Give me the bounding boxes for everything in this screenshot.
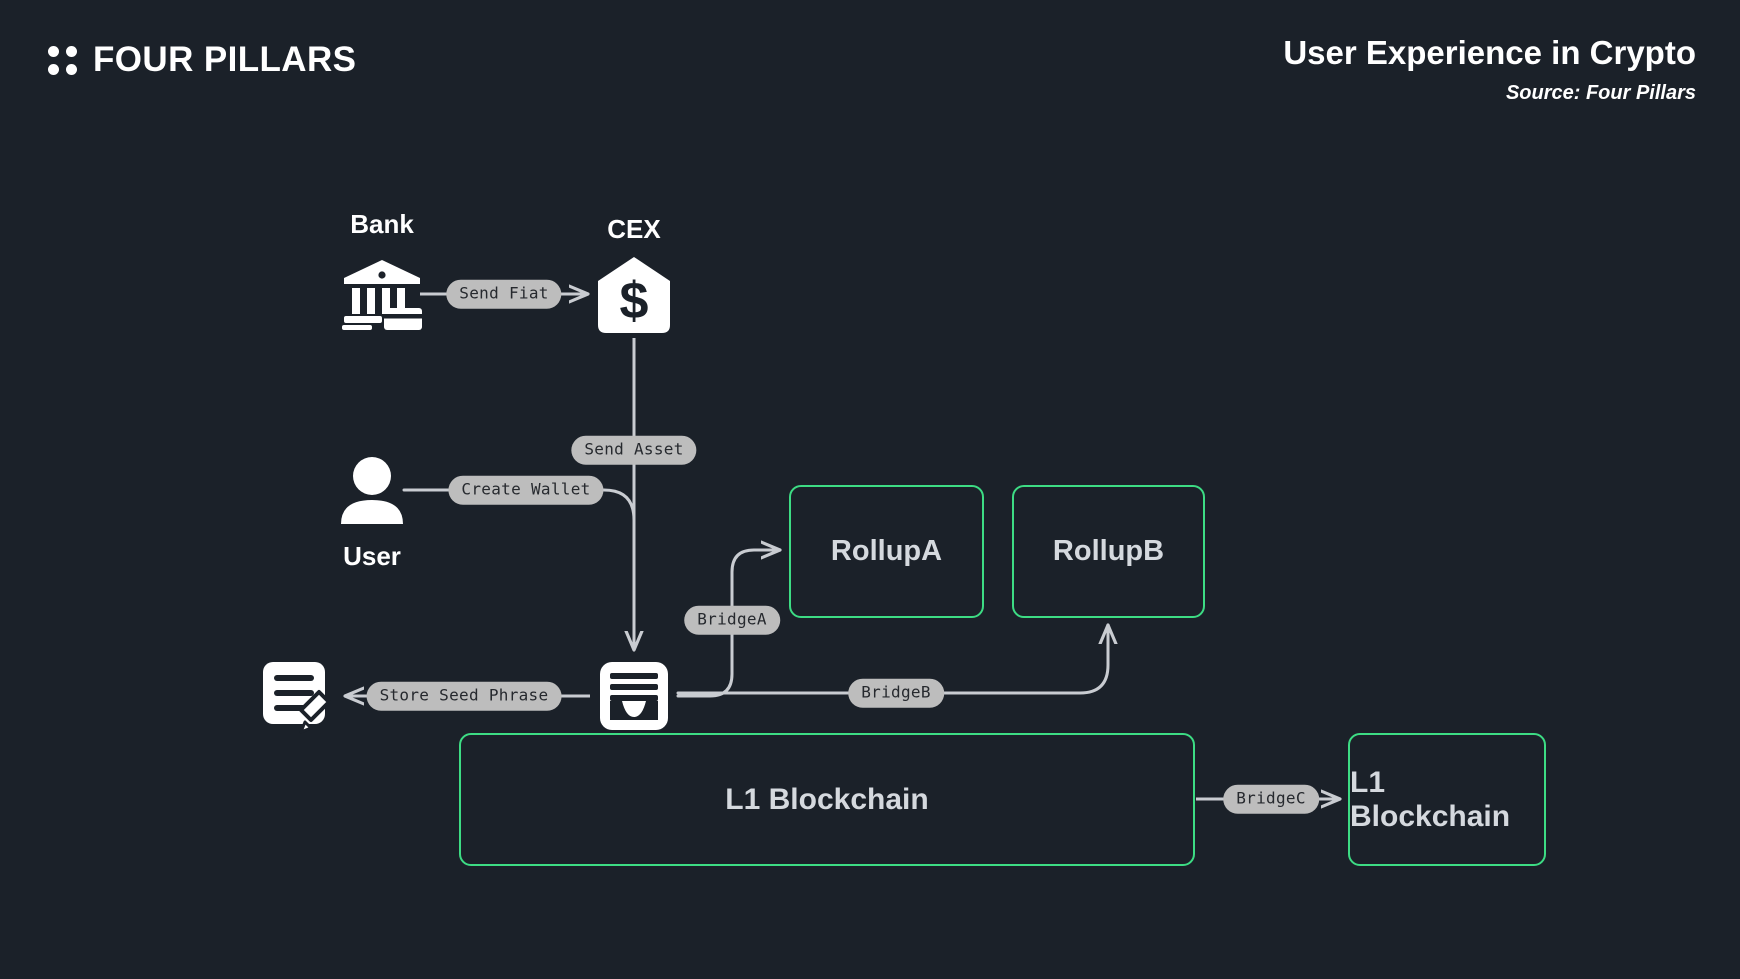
node-l1-blockchain-left-label: L1 Blockchain — [725, 782, 929, 816]
edge-label-send-asset: Send Asset — [571, 435, 697, 465]
user-avatar-icon — [341, 457, 403, 524]
node-l1-blockchain-right-label: L1 Blockchain — [1350, 765, 1511, 833]
node-bank-label: Bank — [350, 209, 414, 239]
edge-label-create-wallet: Create Wallet — [448, 475, 604, 505]
node-user-label: User — [343, 541, 401, 571]
node-l1-blockchain-right[interactable]: L1 Blockchain — [1348, 733, 1546, 866]
node-cex-label: CEX — [607, 214, 661, 244]
slide-header: User Experience in Crypto Source: Four P… — [1283, 34, 1696, 105]
four-dots-grid-icon — [48, 45, 77, 75]
node-wallet[interactable] — [598, 660, 670, 732]
brand-logo: FOUR PILLARS — [48, 40, 356, 80]
page-title: User Experience in Crypto — [1283, 34, 1696, 71]
bank-icon — [342, 260, 422, 330]
svg-text:$: $ — [620, 272, 649, 330]
seed-phrase-note-pencil-icon — [263, 662, 331, 734]
node-rollup-b[interactable]: RollupB — [1012, 485, 1205, 618]
edge-label-send-fiat: Send Fiat — [446, 279, 562, 309]
edge-label-store-seed-phrase: Store Seed Phrase — [366, 681, 562, 711]
edge-label-bridge-b: BridgeB — [848, 678, 944, 708]
source-credit: Source: Four Pillars — [1505, 81, 1696, 104]
edge-label-bridge-c: BridgeC — [1223, 784, 1319, 814]
node-rollup-a[interactable]: RollupA — [789, 485, 984, 618]
edge-label-bridge-a: BridgeA — [684, 605, 780, 635]
exchange-dollar-house-icon: $ — [598, 257, 670, 333]
node-cex[interactable]: $ CEX — [596, 214, 672, 335]
node-rollup-a-label: RollupA — [830, 535, 943, 567]
node-rollup-b-label: RollupB — [1052, 535, 1165, 567]
node-bank[interactable]: Bank — [338, 209, 426, 338]
node-l1-blockchain-left[interactable]: L1 Blockchain — [459, 733, 1195, 866]
node-user[interactable]: User — [338, 455, 406, 571]
wallet-icon — [600, 662, 668, 730]
node-seed-phrase[interactable] — [261, 660, 337, 736]
brand-name: FOUR PILLARS — [93, 40, 357, 79]
